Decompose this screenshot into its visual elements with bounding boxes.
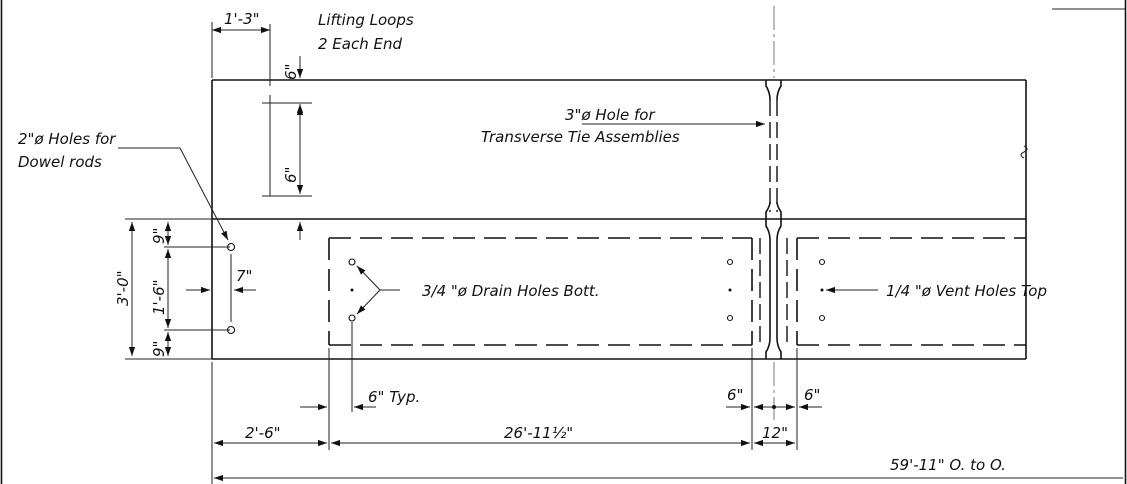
dim-loop-offset-text: 1'-3" xyxy=(224,10,260,28)
drain-leader-a xyxy=(356,265,381,291)
dim-loop-offset xyxy=(211,22,270,78)
dim-tie-half-left-text: 6" xyxy=(727,386,743,404)
dim-loop-edge-text: 6" xyxy=(282,64,300,80)
dowel-leader xyxy=(118,147,229,241)
tie-duct-upper xyxy=(765,80,782,219)
break-symbol xyxy=(1020,145,1028,159)
dim-loop-spacing-text: 6" xyxy=(282,167,300,183)
void-right xyxy=(796,237,1026,346)
dim-panel-width xyxy=(125,218,212,360)
void-left xyxy=(328,237,753,346)
slab-outline xyxy=(211,79,1027,360)
tie-hole-label-2: Transverse Tie Assemblies xyxy=(481,128,680,146)
lifting-loops-label: Lifting Loops xyxy=(318,11,414,29)
dim-typ-text: 6" Typ. xyxy=(368,388,420,406)
dim-void-length-text: 26'-11½" xyxy=(504,424,573,442)
lifting-loops xyxy=(262,24,278,197)
tie-duct-lower xyxy=(765,219,782,359)
dim-dowel-top-text: 9" xyxy=(150,228,168,244)
drain-holes-label: 3/4 "ø Drain Holes Bott. xyxy=(422,282,600,300)
drain-leader-b xyxy=(356,289,381,315)
dim-overall-text: 59'-11" O. to O. xyxy=(890,456,1006,474)
dowel-holes-label-2: Dowel rods xyxy=(18,153,102,171)
dim-bottom-chain xyxy=(211,348,798,484)
lifting-loops-count-label: 2 Each End xyxy=(318,35,402,53)
dim-dowel-chain xyxy=(164,222,230,356)
vent-holes-label: 1/4 "ø Vent Holes Top xyxy=(886,282,1047,300)
vent-holes xyxy=(818,258,826,322)
dim-tie-halves xyxy=(726,403,822,411)
drain-holes xyxy=(348,258,734,322)
dim-tie-half-right-text: 6" xyxy=(804,386,820,404)
dim-dowel-spacing-text: 1'-6" xyxy=(150,279,168,315)
dim-tie-gap-text: 12" xyxy=(762,424,788,442)
dim-dowel-bottom-text: 9" xyxy=(150,341,168,357)
dim-dowel-end-text: 7" xyxy=(236,267,252,285)
dowel-holes-label-1: 2"ø Holes for xyxy=(18,130,116,148)
dim-panel-width-text: 3'-0" xyxy=(114,270,132,306)
dim-void-start-text: 2'-6" xyxy=(245,424,281,442)
tie-hole-label-1: 3"ø Hole for xyxy=(565,106,655,124)
